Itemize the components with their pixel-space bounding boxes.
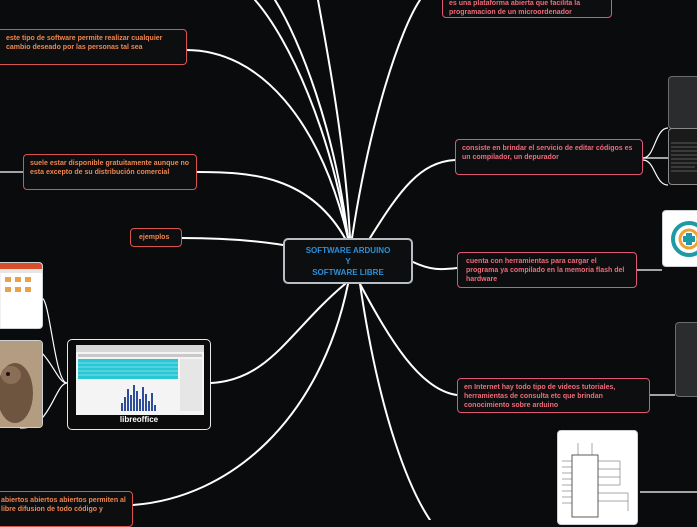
node-open-platform[interactable]: es una plataforma abierta que facilita l…	[442, 0, 612, 18]
node-open-code-text: abiertos abiertos abiertos permiten al l…	[1, 497, 126, 514]
node-online-tutorials-text: en Internet hay todo tipo de videos tuto…	[464, 384, 616, 410]
node-online-tutorials[interactable]: en Internet hay todo tipo de videos tuto…	[457, 378, 650, 413]
code-editor-screenshot	[671, 142, 697, 172]
node-upload-tools[interactable]: cuenta con herramientas para cargar el p…	[457, 252, 637, 288]
node-code-editor[interactable]: consiste en brindar el servicio de edita…	[455, 139, 643, 175]
libreoffice-image-node[interactable]: libreoffice	[67, 339, 211, 430]
central-topic-line3: SOFTWARE LIBRE	[312, 267, 384, 277]
owl-photo-thumbnail[interactable]	[0, 340, 43, 428]
code-editor-thumbnail[interactable]	[668, 128, 697, 185]
central-topic[interactable]: SOFTWARE ARDUINO Y SOFTWARE LIBRE	[283, 238, 413, 284]
libreoffice-screenshot	[76, 345, 204, 415]
node-modification-freedom-text: este tipo de software permite realizar c…	[6, 35, 163, 52]
node-examples-text: ejemplos	[139, 234, 170, 241]
node-open-platform-text: es una plataforma abierta que facilita l…	[449, 0, 581, 17]
file-manager-screenshot	[0, 263, 42, 328]
node-upload-tools-text: cuenta con herramientas para cargar el p…	[466, 258, 625, 284]
arduino-logo-icon	[671, 221, 697, 257]
owl-photo	[0, 341, 42, 427]
node-free-distribution[interactable]: suele estar disponible gratuitamente aun…	[23, 154, 197, 190]
arduino-schematic-thumbnail[interactable]	[557, 430, 638, 525]
gray-thumbnail[interactable]	[675, 322, 697, 397]
arduino-schematic	[562, 443, 629, 518]
arduino-logo-thumbnail[interactable]	[662, 210, 697, 267]
node-open-code[interactable]: abiertos abiertos abiertos permiten al l…	[0, 491, 133, 527]
central-topic-line1: SOFTWARE ARDUINO	[305, 246, 391, 255]
dark-screenshot-thumbnail[interactable]	[668, 76, 697, 129]
node-free-distribution-text: suele estar disponible gratuitamente aun…	[30, 160, 190, 177]
libreoffice-caption: libreoffice	[119, 415, 159, 424]
central-topic-line2: Y	[345, 256, 351, 266]
node-modification-freedom[interactable]: este tipo de software permite realizar c…	[0, 29, 187, 65]
node-examples[interactable]: ejemplos	[130, 228, 182, 247]
node-code-editor-text: consiste en brindar el servicio de edita…	[462, 145, 633, 162]
file-manager-thumbnail[interactable]	[0, 262, 43, 329]
